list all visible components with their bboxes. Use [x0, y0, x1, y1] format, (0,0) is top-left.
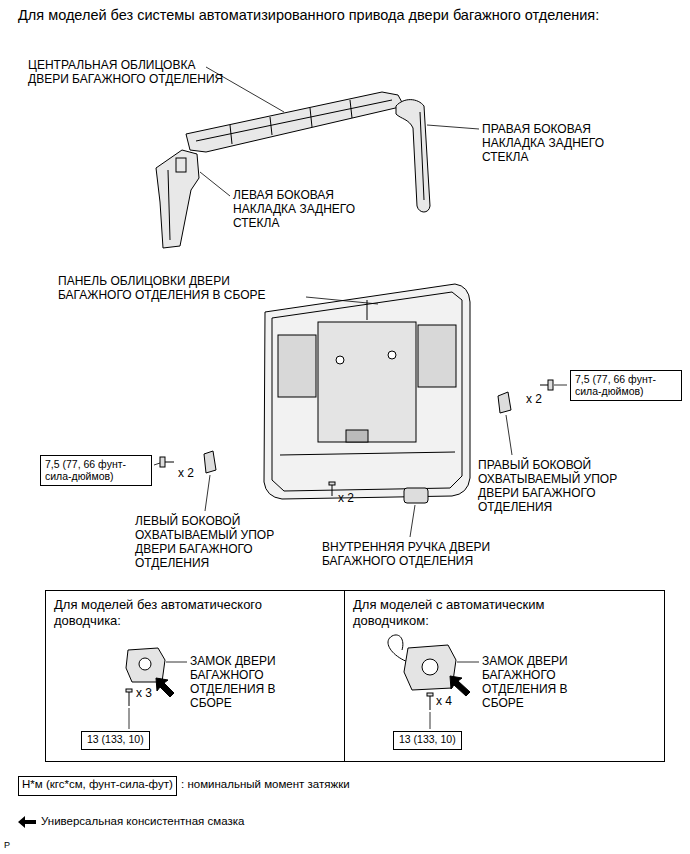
- leader-lines: [129, 67, 567, 729]
- bolt-head: [160, 457, 165, 467]
- handle-body: [404, 488, 428, 503]
- node-text: 7,5 (77, 66 фунт-сила-дюймов): [575, 373, 677, 397]
- leader-line: [410, 505, 415, 537]
- lock-cable: [388, 635, 408, 662]
- left-trim-body: [156, 150, 199, 248]
- trim-panel-slot: [346, 430, 368, 442]
- trim-panel-rim: [272, 292, 462, 491]
- leader-line: [506, 415, 512, 455]
- trim-panel-pocket: [418, 325, 456, 387]
- lock-manual: [126, 648, 174, 706]
- leader-line: [200, 172, 230, 196]
- torque-spec-box: 7,5 (77, 66 фунт-сила-дюймов): [40, 455, 152, 486]
- part-label: x 3: [136, 686, 152, 700]
- page-mark: P: [4, 840, 10, 850]
- node-text: Н*м (кгс*см, фунт-сила-фут): [22, 777, 173, 792]
- center-trim-clip: [350, 100, 352, 118]
- part-label: ЦЕНТРАЛЬНАЯ ОБЛИЦОВКА ДВЕРИ БАГАЖНОГО ОТ…: [28, 58, 238, 86]
- lock-body: [404, 645, 456, 690]
- node-text: 7,5 (77, 66 фунт-сила-дюймов): [45, 458, 147, 482]
- center-trim-clip: [310, 108, 312, 127]
- part-label: ЗАМОК ДВЕРИ БАГАЖНОГО ОТДЕЛЕНИЯ В СБОРЕ: [190, 654, 290, 710]
- center-trim-clip: [270, 117, 272, 135]
- leader-line: [430, 712, 431, 729]
- lock-closer: [388, 635, 470, 710]
- part-label: ПАНЕЛЬ ОБЛИЦОВКИ ДВЕРИ БАГАЖНОГО ОТДЕЛЕН…: [58, 274, 303, 302]
- part-label: x 2: [178, 466, 194, 480]
- leader-line: [129, 708, 130, 729]
- center-trim-body: [186, 92, 404, 152]
- diagram-title: Для моделей без системы автоматизированн…: [18, 6, 599, 24]
- trim-panel-rib: [280, 452, 455, 455]
- right-stopper: [498, 380, 553, 413]
- screw-head: [329, 482, 335, 485]
- legend-text: Универсальная консистентная смазка: [41, 815, 244, 827]
- part-label: ЛЕВЫЙ БОКОВОЙ ОХВАТЫВАЕМЫЙ УПОР ДВЕРИ БА…: [135, 514, 295, 570]
- bolt-shank: [540, 385, 548, 386]
- part-label: ВНУТРЕННЯЯ РУЧКА ДВЕРИ БАГАЖНОГО ОТДЕЛЕН…: [322, 540, 517, 568]
- grease-arrow: [156, 678, 174, 697]
- trim-panel-hole: [388, 351, 396, 359]
- part-label: x 4: [436, 694, 452, 708]
- leader-line: [427, 125, 479, 129]
- leader-line: [457, 662, 479, 663]
- part-label: ЛЕВАЯ БОКОВАЯ НАКЛАДКА ЗАДНЕГО СТЕКЛА: [233, 188, 373, 230]
- screw-shank: [129, 692, 130, 706]
- right-trim-edge: [420, 112, 424, 200]
- grease-arrow-swatch: [18, 816, 36, 828]
- leader-line: [306, 297, 378, 304]
- screw-shank: [332, 484, 333, 496]
- node-text: 13 (133, 10): [399, 733, 456, 746]
- right-trim: [396, 100, 430, 212]
- left-trim-edge: [168, 170, 170, 240]
- node-text: Для моделей без автоматического доводчик…: [54, 597, 309, 629]
- lock-latch: [139, 658, 151, 670]
- screw-head: [126, 689, 132, 692]
- legend-row: Универсальная консистентная смазка: [18, 814, 244, 829]
- center-trim: [186, 92, 404, 152]
- node-text: 13 (133, 10): [87, 733, 144, 746]
- torque-spec-box: 7,5 (77, 66 фунт-сила-дюймов): [570, 370, 682, 401]
- leader-line: [554, 385, 567, 386]
- panel-screws: [329, 482, 335, 496]
- trim-panel-hole: [336, 356, 344, 364]
- screw-head: [427, 693, 433, 696]
- torque-spec-box: 13 (133, 10): [393, 731, 462, 750]
- right-trim-body: [396, 100, 430, 212]
- legend-note: : номинальный момент затяжки: [181, 777, 350, 792]
- stopper-body: [498, 392, 511, 413]
- torque-spec-box: 13 (133, 10): [81, 731, 150, 750]
- leader-line: [154, 463, 160, 465]
- node-text: Для моделей с автоматическим доводчиком:: [353, 597, 618, 629]
- screw-shank: [430, 696, 431, 710]
- left-trim-clip: [176, 158, 186, 172]
- left-trim: [156, 150, 199, 248]
- part-label: x 2: [526, 392, 542, 406]
- part-label: ПРАВЫЙ БОКОВОЙ ОХВАТЫВАЕМЫЙ УПОР ДВЕРИ Б…: [478, 458, 638, 514]
- center-trim-edge: [196, 100, 392, 141]
- grease-arrow: [18, 816, 36, 828]
- center-trim-clip: [230, 125, 232, 144]
- lock-latch: [422, 659, 438, 675]
- part-label: x 2: [338, 491, 354, 505]
- trim-panel-plate: [318, 322, 416, 442]
- grease-arrow: [450, 676, 470, 696]
- part-label: ЗАМОК ДВЕРИ БАГАЖНОГО ОТДЕЛЕНИЯ В СБОРЕ: [482, 654, 582, 710]
- trim-panel-pocket: [278, 335, 316, 397]
- torque-unit-key: Н*м (кгс*см, фунт-сила-фут): [18, 776, 177, 796]
- leader-line: [205, 475, 210, 511]
- trim-panel-body: [264, 284, 470, 499]
- bolt-head: [548, 380, 553, 390]
- inner-handle: [404, 488, 428, 503]
- stopper-body: [204, 451, 216, 473]
- trim-panel: [264, 284, 470, 499]
- part-label: ПРАВАЯ БОКОВАЯ НАКЛАДКА ЗАДНЕГО СТЕКЛА: [482, 122, 622, 164]
- lock-body: [126, 648, 165, 682]
- leader-line: [166, 662, 187, 663]
- bolt-shank: [165, 462, 174, 463]
